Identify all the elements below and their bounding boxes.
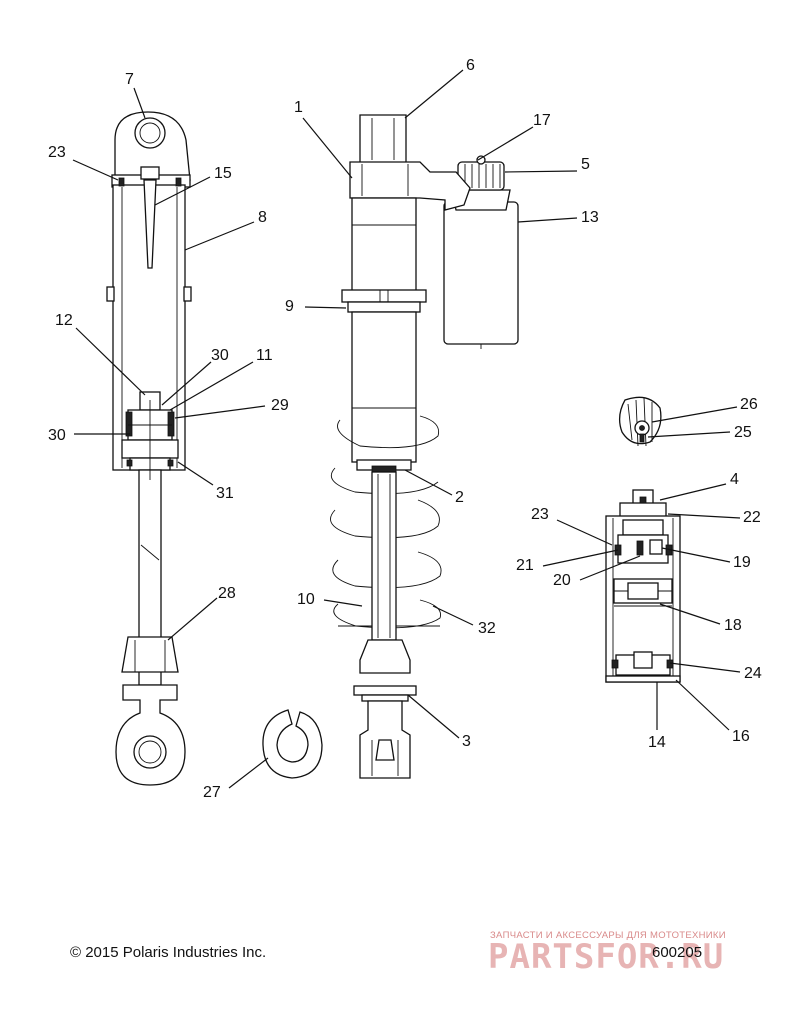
split-ring-part xyxy=(262,709,323,779)
callout-19: 19 xyxy=(733,554,751,571)
callout-21: 21 xyxy=(516,557,534,574)
watermark-tagline: ЗАПЧАСТИ И АКСЕССУАРЫ ДЛЯ МОТОТЕХНИКИ xyxy=(490,930,726,941)
callout-1: 1 xyxy=(294,99,303,116)
callout-30-left: 30 xyxy=(48,427,66,444)
callout-25: 25 xyxy=(734,424,752,441)
cutaway-shock xyxy=(106,111,192,786)
callout-26: 26 xyxy=(740,396,758,413)
callout-labels: 7 23 15 8 12 30 11 29 30 31 28 27 1 6 17… xyxy=(48,57,762,801)
callout-5: 5 xyxy=(581,156,590,173)
callout-32: 32 xyxy=(478,620,496,637)
callout-13: 13 xyxy=(581,209,599,226)
leader-lines xyxy=(72,69,741,789)
assembled-shock xyxy=(330,114,519,779)
callout-10: 10 xyxy=(297,591,315,608)
callout-24: 24 xyxy=(744,665,762,682)
callout-28: 28 xyxy=(218,585,236,602)
callout-12: 12 xyxy=(55,312,73,329)
callout-8: 8 xyxy=(258,209,267,226)
callout-4: 4 xyxy=(730,471,739,488)
callout-23-left: 23 xyxy=(48,144,66,161)
callout-7: 7 xyxy=(125,71,134,88)
callout-23-right: 23 xyxy=(531,506,549,523)
callout-3: 3 xyxy=(462,733,471,750)
callout-15: 15 xyxy=(214,165,232,182)
callout-16: 16 xyxy=(732,728,750,745)
watermark-logo: PARTSFOR.RU xyxy=(488,937,725,977)
copyright-notice: © 2015 Polaris Industries Inc. xyxy=(70,944,267,961)
callout-17: 17 xyxy=(533,112,551,129)
callout-2: 2 xyxy=(455,489,464,506)
callout-22: 22 xyxy=(743,509,761,526)
callout-18: 18 xyxy=(724,617,742,634)
callout-6: 6 xyxy=(466,57,475,74)
callout-14: 14 xyxy=(648,734,666,751)
callout-20: 20 xyxy=(553,572,571,589)
callout-31: 31 xyxy=(216,485,234,502)
callout-27: 27 xyxy=(203,784,221,801)
callout-29: 29 xyxy=(271,397,289,414)
reservoir-cap-part xyxy=(618,396,662,447)
callout-30-top: 30 xyxy=(211,347,229,364)
callout-9: 9 xyxy=(285,298,294,315)
callout-11: 11 xyxy=(256,347,273,364)
figure-number: 600205 xyxy=(652,944,703,961)
reservoir-cutaway xyxy=(605,489,681,683)
